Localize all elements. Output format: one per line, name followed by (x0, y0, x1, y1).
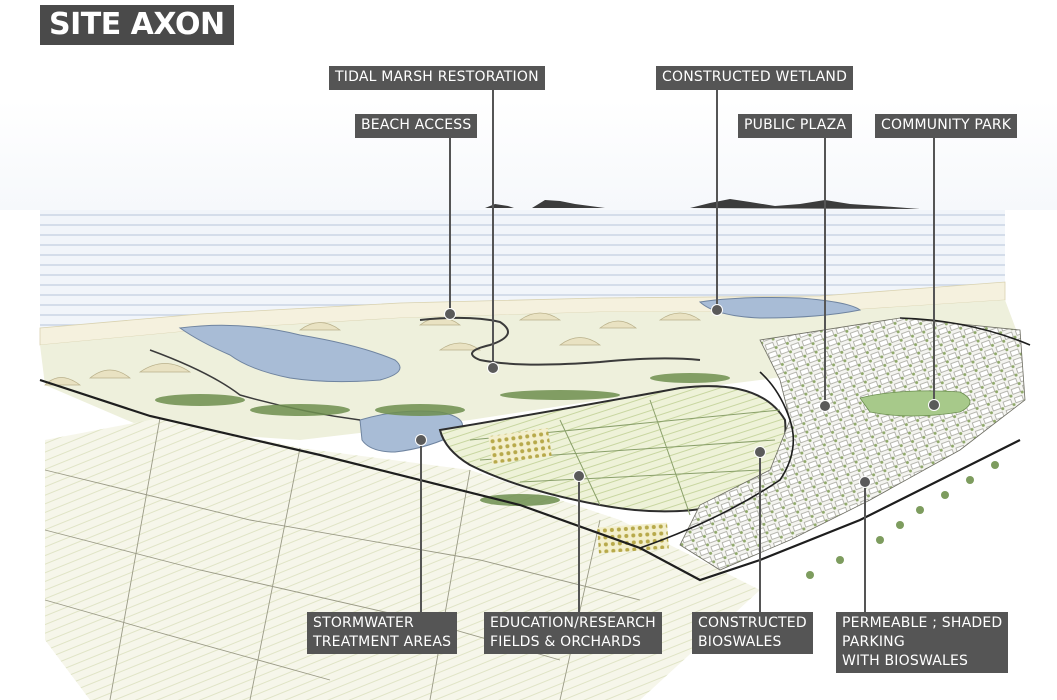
label-education-research-fields: EDUCATION/RESEARCH FIELDS & ORCHARDS (484, 612, 662, 654)
leader-education (578, 476, 580, 612)
label-beach-access: BEACH ACCESS (355, 114, 478, 138)
label-tidal-marsh-restoration: TIDAL MARSH RESTORATION (329, 66, 545, 90)
callout-dot-parking (859, 476, 871, 488)
callout-dot-bioswales (754, 446, 766, 458)
callout-dot-public-plaza (819, 400, 831, 412)
callout-dot-community-park (928, 399, 940, 411)
leader-parking (864, 482, 866, 612)
callout-dot-education (573, 470, 585, 482)
leader-constructed-wetland (716, 90, 718, 312)
leader-tidal-marsh (492, 90, 494, 368)
leader-beach-access (449, 138, 451, 314)
page-title: SITE AXON (40, 5, 234, 45)
leader-stormwater (420, 440, 422, 612)
callout-dot-beach-access (444, 308, 456, 320)
label-constructed-wetland: CONSTRUCTED WETLAND (656, 66, 854, 90)
leader-bioswales (759, 452, 761, 612)
leader-community-park (933, 138, 935, 406)
callout-dot-stormwater (415, 434, 427, 446)
callout-dot-constructed-wetland (711, 304, 723, 316)
callout-dot-tidal-marsh (487, 362, 499, 374)
label-permeable-shaded-parking: PERMEABLE ; SHADED PARKING WITH BIOSWALE… (836, 612, 1009, 673)
leader-public-plaza (824, 138, 826, 408)
label-community-park: COMMUNITY PARK (875, 114, 1018, 138)
label-stormwater-treatment-areas: STORMWATER TREATMENT AREAS (307, 612, 458, 654)
label-public-plaza: PUBLIC PLAZA (738, 114, 853, 138)
label-constructed-bioswales: CONSTRUCTED BIOSWALES (692, 612, 813, 654)
